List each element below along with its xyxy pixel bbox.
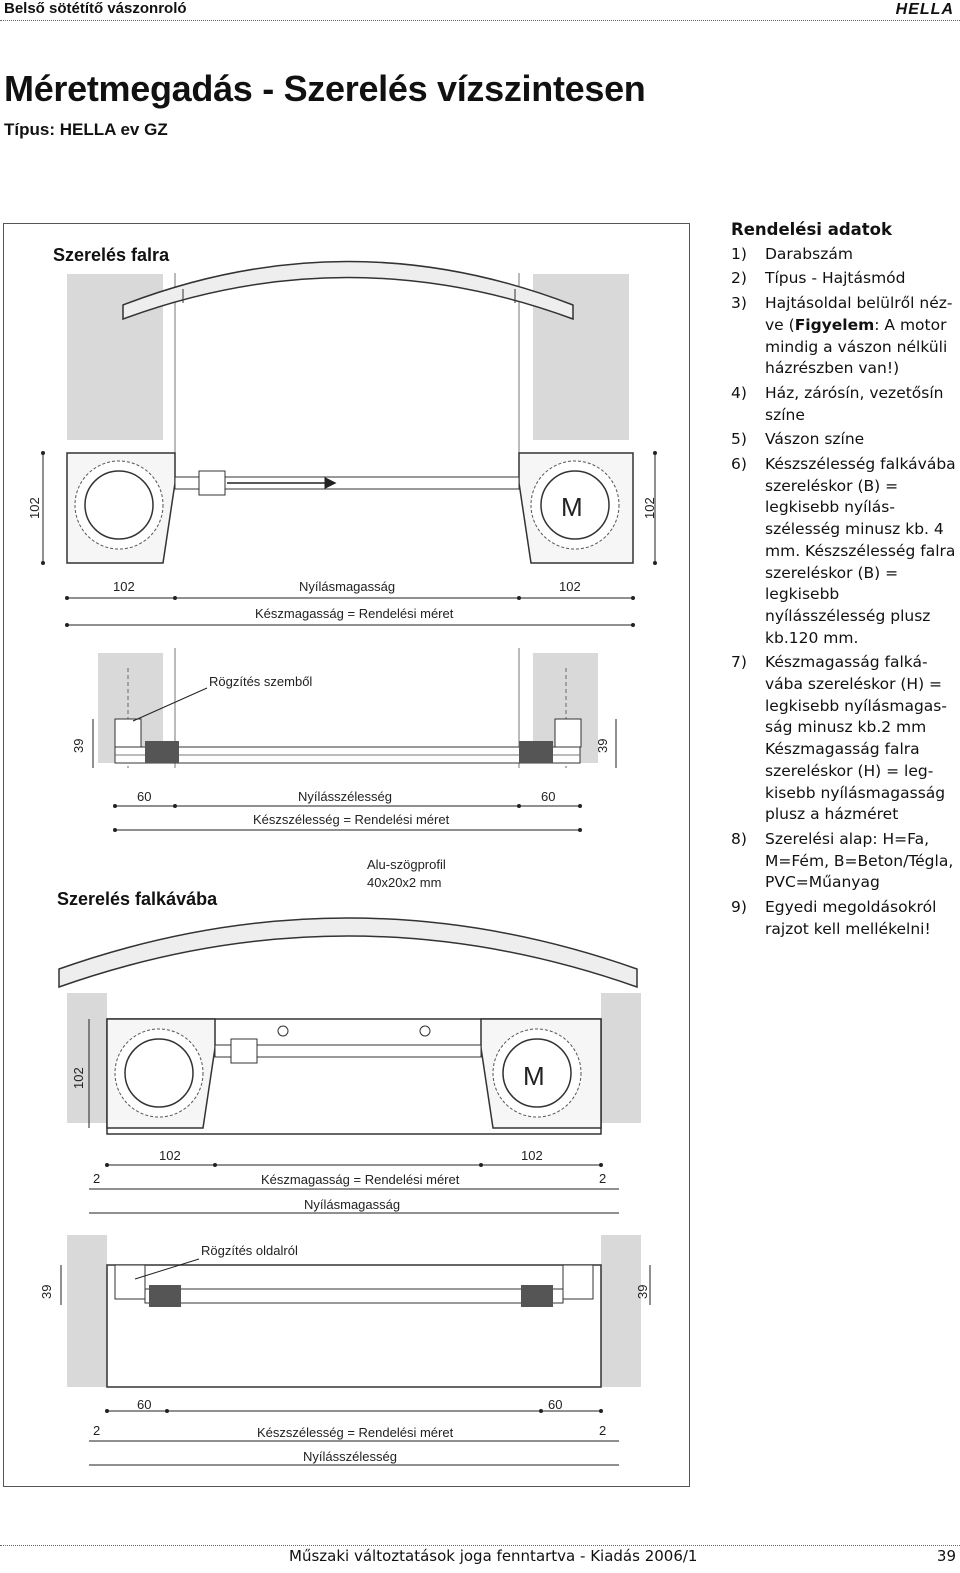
label-rogzites-oldalrol: Rögzítés oldalról — [201, 1243, 298, 1258]
footer-divider — [0, 1545, 960, 1546]
dim-39-right: 39 — [595, 739, 610, 753]
list-item: 9)Egyedi megoldásokról rajzot kell mellé… — [731, 898, 937, 938]
motor-letter-reveal: M — [523, 1061, 545, 1091]
footer-text: Műszaki változtatások joga fenntartva - … — [289, 1547, 698, 1565]
dim-102-bottom-left: 102 — [113, 579, 135, 594]
dim-2-c: 2 — [93, 1423, 100, 1438]
label-profil-2: 40x20x2 mm — [367, 875, 441, 890]
label-nyilasszelesseg-reveal: Nyílásszélesség — [303, 1449, 397, 1464]
section-wall-label: Szerelés falra — [53, 245, 170, 265]
order-data: Rendelési adatok 1)Darabszám 2)Típus - H… — [731, 219, 956, 944]
header-divider — [0, 20, 960, 21]
cassette-cover — [122, 260, 574, 321]
list-item: 1)Darabszám — [731, 244, 853, 263]
label-nyilasmagassag-reveal: Nyílásmagasság — [304, 1197, 400, 1212]
label-keszszelesseg: Készszélesség = Rendelési méret — [253, 812, 450, 827]
dim-60-reveal-right: 60 — [548, 1397, 562, 1412]
label-nyilasmagassag: Nyílásmagasság — [299, 579, 395, 594]
hella-logo: HELLA — [895, 1, 954, 18]
page-number: 39 — [936, 1547, 956, 1565]
dim-60-right: 60 — [541, 789, 555, 804]
label-profil-1: Alu-szögprofil — [367, 857, 446, 872]
list-item: 6)Készszélesség falkávába szereléskor (B… — [731, 455, 956, 647]
cassette-cover-reveal — [58, 917, 638, 989]
motor-letter: M — [561, 492, 583, 522]
dim-102-bottom-right: 102 — [559, 579, 581, 594]
section-reveal-label: Szerelés falkávába — [57, 889, 218, 909]
dim-39-left: 39 — [71, 739, 86, 753]
list-item: 7)Készmagasság falká­vába szereléskor (H… — [731, 653, 947, 824]
order-list: 1)Darabszám 2)Típus - Hajtásmód 3)Hajtás… — [731, 244, 956, 941]
dim-102-reveal: 102 — [71, 1067, 86, 1089]
dim-2-a: 2 — [93, 1171, 100, 1186]
label-keszmagassag: Készmagasság = Rendelési méret — [255, 606, 454, 621]
page-subtitle: Típus: HELLA ev GZ — [4, 120, 168, 139]
dim-102-right: 102 — [642, 497, 657, 519]
label-keszmagassag-reveal: Készmagasság = Rendelési méret — [261, 1172, 460, 1187]
dim-60-left: 60 — [137, 789, 151, 804]
dim-102-reveal-left: 102 — [159, 1148, 181, 1163]
list-item: 8)Szerelési alap: H=Fa, M=Fém, B=Beton/T… — [731, 829, 954, 892]
header-title: Belső sötétítő vászonroló — [4, 0, 187, 17]
dim-39-reveal-left: 39 — [39, 1285, 54, 1299]
label-keszszelesseg-reveal: Készszélesség = Rendelési méret — [257, 1425, 454, 1440]
list-item: 2)Típus - Hajtásmód — [731, 269, 906, 288]
label-rogzites-szembol: Rögzítés szemből — [209, 674, 312, 689]
dim-39-reveal-right: 39 — [635, 1285, 650, 1299]
page-title: Méretmegadás - Szerelés vízszintesen — [4, 68, 646, 109]
dim-60-reveal-left: 60 — [137, 1397, 151, 1412]
technical-drawing: Szerelés falra M 102 102 102 Nyílásmagas… — [27, 245, 657, 1466]
dim-102-reveal-right: 102 — [521, 1148, 543, 1163]
dim-2-b: 2 — [599, 1171, 606, 1186]
dim-2-d: 2 — [599, 1423, 606, 1438]
list-item: 3)Hajtásoldal belülről néz­ve (Figyelem:… — [731, 294, 953, 378]
dim-102-left: 102 — [27, 497, 42, 519]
drawing-frame — [3, 223, 690, 1487]
order-heading: Rendelési adatok — [731, 220, 892, 239]
list-item: 5)Vászon színe — [731, 430, 865, 449]
list-item: 4)Ház, zárósín, vezetősín színe — [731, 383, 944, 424]
label-nyilasszelesseg: Nyílásszélesség — [298, 789, 392, 804]
